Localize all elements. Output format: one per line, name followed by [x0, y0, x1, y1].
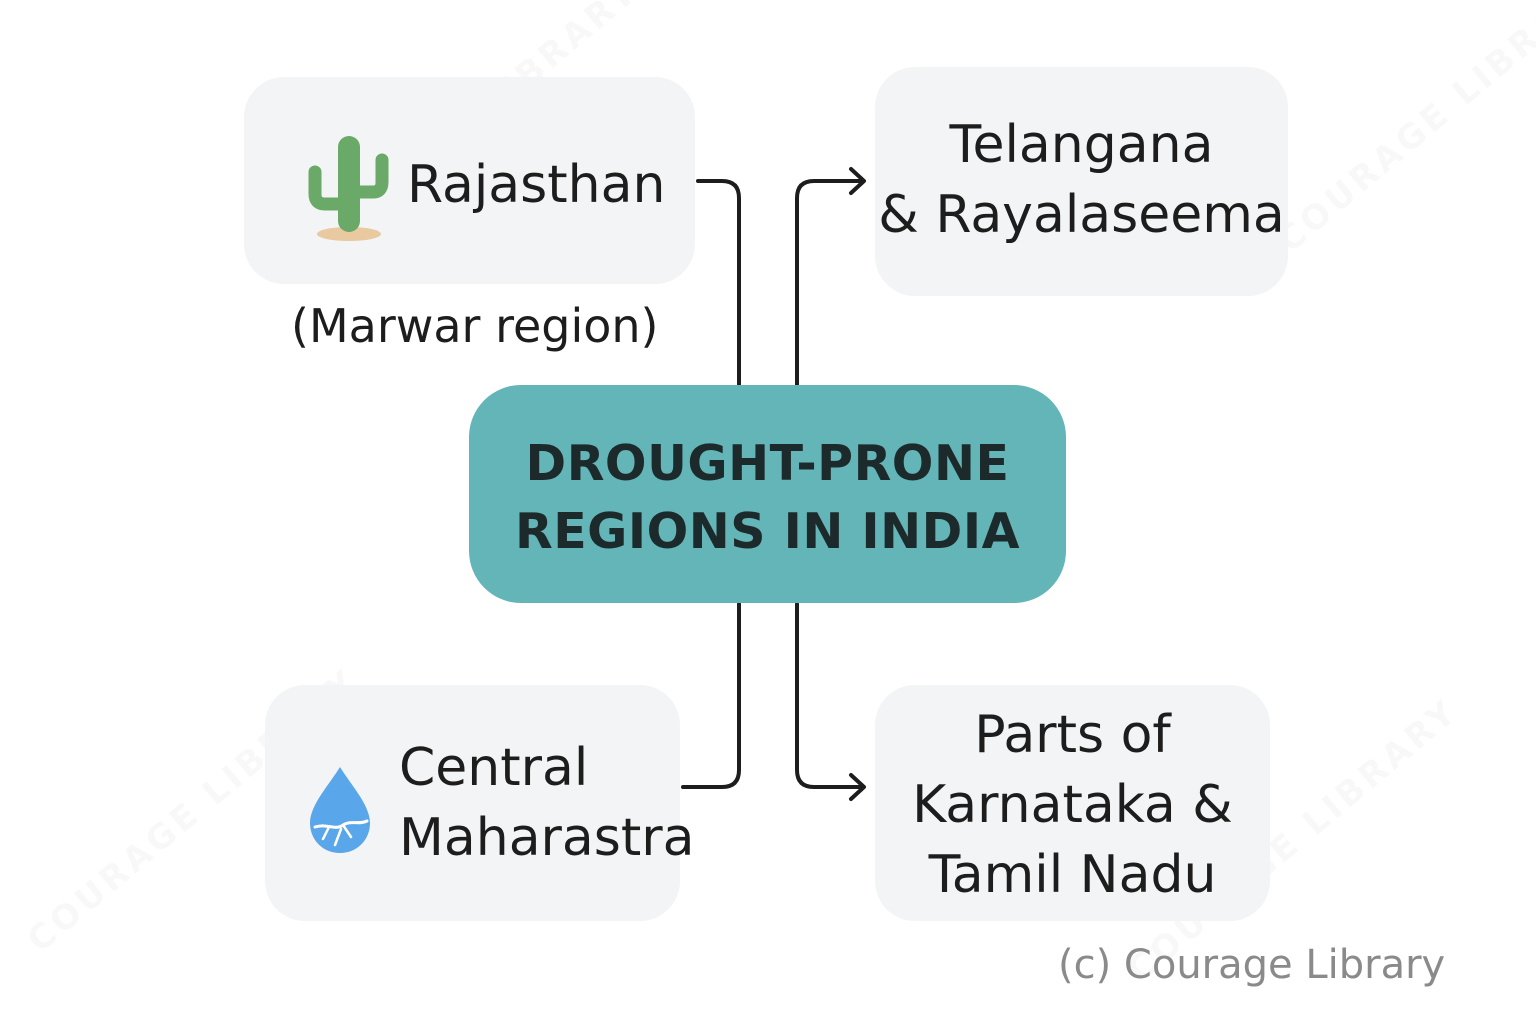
region-box-karnataka-tamil-nadu: Parts of Karnataka & Tamil Nadu	[875, 685, 1270, 921]
arrowhead-karnataka-tn	[849, 773, 866, 801]
water-drop-icon	[310, 767, 370, 853]
region-label-telangana-line1: Telangana	[949, 115, 1214, 175]
central-topic-line2: REGIONS IN INDIA	[514, 503, 1021, 560]
region-label-central-maharashtra-line1: Central	[399, 738, 589, 798]
cactus-icon	[308, 136, 389, 241]
copyright-notice: (c) Courage Library	[1058, 942, 1446, 988]
region-box-telangana: Telangana & Rayalaseema	[875, 67, 1288, 296]
connector-central-maharashtra	[681, 602, 741, 789]
region-label-central-maharashtra-line2: Maharastra	[399, 808, 695, 868]
connector-karnataka-tn	[795, 602, 864, 789]
connector-rajasthan	[696, 179, 741, 387]
region-label-telangana-line2: & Rayalaseema	[878, 185, 1285, 245]
region-box-central-maharashtra: Central Maharastra	[265, 685, 695, 921]
central-topic-box: DROUGHT-PRONE REGIONS IN INDIA	[469, 385, 1066, 603]
region-label-karnataka-line1: Parts of	[974, 705, 1171, 765]
central-topic-line1: DROUGHT-PRONE	[525, 435, 1010, 492]
region-label-karnataka-line2: Karnataka &	[912, 775, 1233, 835]
connector-telangana	[795, 179, 864, 387]
region-box-rajasthan: Rajasthan	[244, 77, 695, 284]
region-sublabel-rajasthan: (Marwar region)	[291, 299, 659, 353]
region-label-karnataka-line3: Tamil Nadu	[928, 845, 1217, 905]
region-label-rajasthan: Rajasthan	[407, 155, 666, 215]
arrowhead-telangana	[849, 167, 866, 195]
